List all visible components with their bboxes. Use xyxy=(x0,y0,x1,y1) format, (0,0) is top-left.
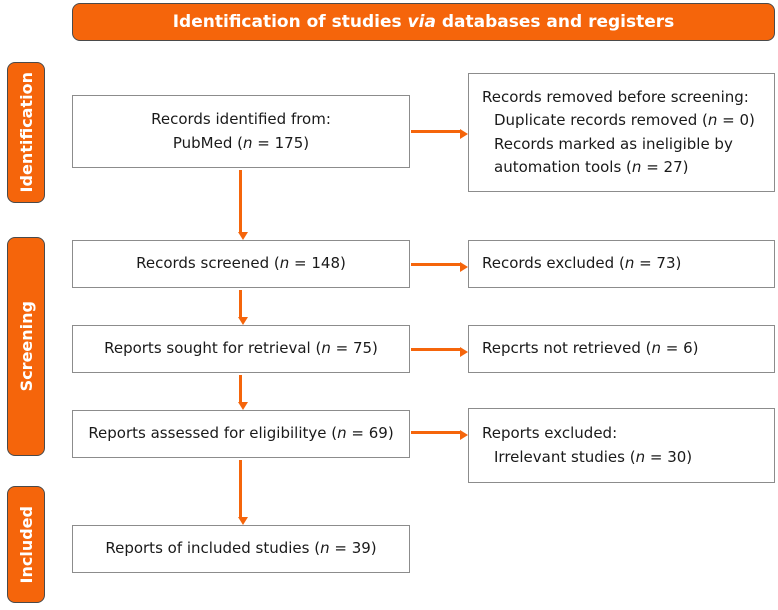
stage-label-screening-text: Screening xyxy=(16,301,36,392)
arrow-assessed-to-included xyxy=(238,460,248,525)
arrow-sought-to-not-retrieved xyxy=(411,347,468,357)
box-reports-excluded: Reports excluded:Irrelevant studies (n =… xyxy=(468,408,775,483)
diagram-title: Identification of studies via databases … xyxy=(172,12,675,32)
stage-label-identification: Identification xyxy=(7,62,45,203)
arrow-assessed-to-excluded xyxy=(411,430,468,440)
diagram-title-banner: Identification of studies via databases … xyxy=(72,3,775,41)
arrow-identified-to-screened xyxy=(238,170,248,240)
box-records-removed: Records removed before screening:Duplica… xyxy=(468,73,775,192)
box-reports-sought: Reports sought for retrieval (n = 75) xyxy=(72,325,410,373)
box-records-excluded: Records excluded (n = 73) xyxy=(468,240,775,288)
stage-label-identification-text: Identification xyxy=(16,72,36,193)
box-records-identified: Records identified from:PubMed (n = 175) xyxy=(72,95,410,168)
stage-label-included: Included xyxy=(7,486,45,603)
arrow-screened-to-excluded xyxy=(411,262,468,272)
arrow-identified-to-removed xyxy=(411,129,468,139)
arrow-screened-to-sought xyxy=(238,290,248,325)
box-reports-assessed: Reports assessed for eligibilitye (n = 6… xyxy=(72,410,410,458)
box-records-screened: Records screened (n = 148) xyxy=(72,240,410,288)
stage-label-included-text: Included xyxy=(16,505,36,584)
box-reports-not-retrieved: Repcrts not retrieved (n = 6) xyxy=(468,325,775,373)
stage-label-screening: Screening xyxy=(7,237,45,456)
box-reports-included: Reports of included studies (n = 39) xyxy=(72,525,410,573)
arrow-sought-to-assessed xyxy=(238,375,248,410)
